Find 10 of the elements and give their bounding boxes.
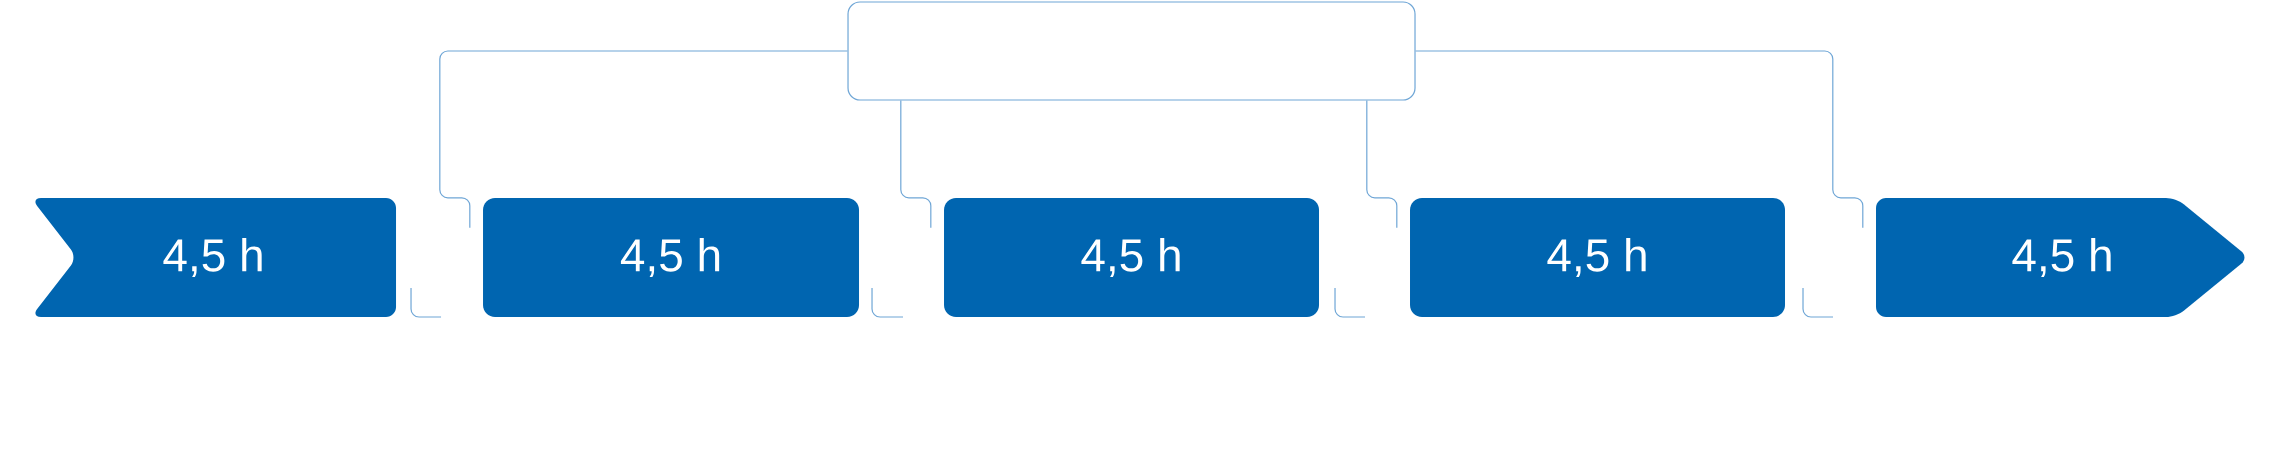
arrow-band: 4,5 h — [1876, 198, 2245, 317]
notched-band: 4,5 h — [35, 198, 397, 317]
duration-band: 4,5 h — [944, 198, 1319, 317]
leader-line — [1366, 100, 1398, 229]
leader-line — [439, 50, 848, 229]
leader-line — [1415, 50, 1864, 229]
empty-box — [847, 1, 1416, 101]
duration-band: 4,5 h — [483, 198, 859, 317]
leader-line — [900, 100, 932, 229]
duration-band: 4,5 h — [1410, 198, 1785, 317]
